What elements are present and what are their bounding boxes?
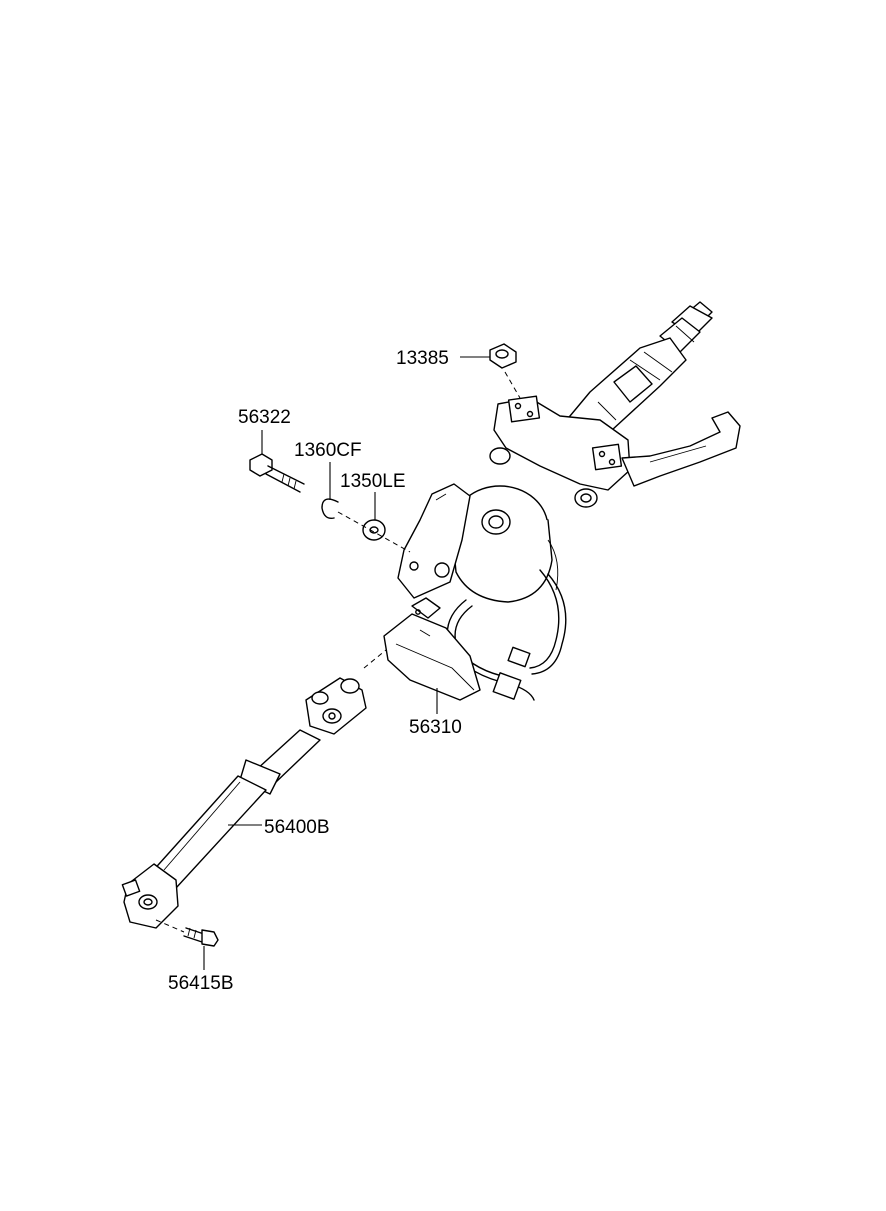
shaft-tube bbox=[149, 729, 321, 889]
alignment-line-bolt bbox=[337, 511, 411, 553]
eps-motor bbox=[451, 485, 559, 603]
nut-13385 bbox=[489, 343, 517, 369]
bolt-56415b bbox=[183, 927, 219, 947]
part-label-1360cf: 1360CF bbox=[294, 440, 362, 461]
intermediate-shaft bbox=[121, 677, 367, 929]
ecu-module bbox=[383, 597, 481, 701]
alignment-line-lower-bolt bbox=[155, 919, 185, 933]
part-label-56400b: 56400B bbox=[264, 817, 330, 838]
upper-mounting-bracket bbox=[489, 395, 631, 508]
alignment-line-nut bbox=[504, 371, 521, 399]
lower-universal-joint bbox=[121, 863, 179, 929]
part-label-56322: 56322 bbox=[238, 407, 291, 428]
washer-1350le bbox=[362, 519, 386, 541]
motor-bracket bbox=[397, 483, 471, 599]
part-label-56415b: 56415B bbox=[168, 973, 234, 994]
clip-1360cf bbox=[321, 498, 339, 519]
alignment-line-shaft bbox=[363, 649, 387, 669]
upper-universal-joint bbox=[305, 677, 367, 735]
part-label-1350le: 1350LE bbox=[340, 471, 406, 492]
tilt-lever bbox=[621, 411, 741, 487]
steering-column-assembly bbox=[383, 301, 741, 701]
part-label-13385: 13385 bbox=[396, 348, 449, 369]
wiring-harness bbox=[446, 569, 567, 701]
part-label-56310: 56310 bbox=[409, 717, 462, 738]
